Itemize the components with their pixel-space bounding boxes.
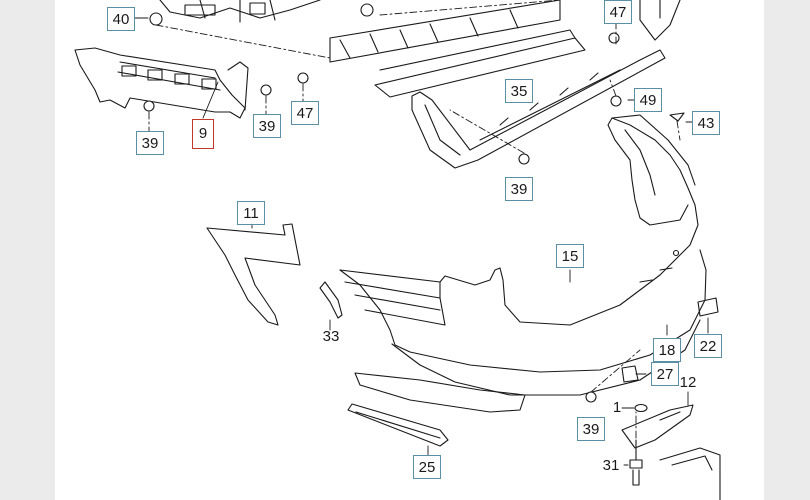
callout-22[interactable]: 22 [694, 334, 722, 358]
right-side-bracket [639, 0, 681, 41]
reflector-22 [697, 297, 719, 317]
exploded-view-drawing [74, 0, 721, 500]
clip-27 [621, 365, 639, 383]
wheel-arch-trim [659, 447, 721, 500]
trim-strip-33 [319, 281, 343, 319]
callout-11[interactable]: 11 [237, 201, 265, 225]
parts-diagram-sheet: 40 47 39 9 39 47 35 49 43 39 11 15 33 18… [55, 0, 764, 500]
bumper-cover [339, 114, 707, 396]
towing-bracket-12 [621, 404, 694, 449]
bolt-31 [629, 439, 643, 486]
callout-39-left[interactable]: 39 [136, 131, 164, 155]
callout-39-mid[interactable]: 39 [253, 114, 281, 138]
callout-39-bracket[interactable]: 39 [505, 177, 533, 201]
callout-25[interactable]: 25 [413, 455, 441, 479]
callout-1[interactable]: 1 [612, 399, 622, 416]
callout-18[interactable]: 18 [653, 338, 681, 362]
rear-body-panel [159, 0, 321, 23]
callout-49[interactable]: 49 [634, 88, 662, 112]
lower-spoiler [354, 372, 526, 413]
callout-12[interactable]: 12 [679, 374, 697, 391]
rear-crossmember [329, 0, 586, 98]
callout-47-mid[interactable]: 47 [291, 101, 319, 125]
callout-39-bottom[interactable]: 39 [577, 417, 605, 441]
callout-27[interactable]: 27 [651, 362, 679, 386]
leader-lines [148, 0, 681, 439]
callout-47-top[interactable]: 47 [604, 0, 632, 24]
side-guide-bracket [74, 47, 249, 119]
callout-43[interactable]: 43 [692, 111, 720, 135]
screw-fasteners [143, 12, 685, 403]
callout-9-highlighted[interactable]: 9 [192, 119, 214, 149]
callout-35[interactable]: 35 [505, 79, 533, 103]
trim-strip-11 [206, 223, 301, 326]
callout-33[interactable]: 33 [322, 328, 340, 345]
callout-15[interactable]: 15 [556, 244, 584, 268]
trim-strip-25 [347, 403, 449, 447]
callout-40[interactable]: 40 [107, 7, 135, 31]
bumper-bracket [411, 49, 666, 169]
callout-31[interactable]: 31 [602, 457, 620, 474]
washer-1 [634, 403, 648, 413]
